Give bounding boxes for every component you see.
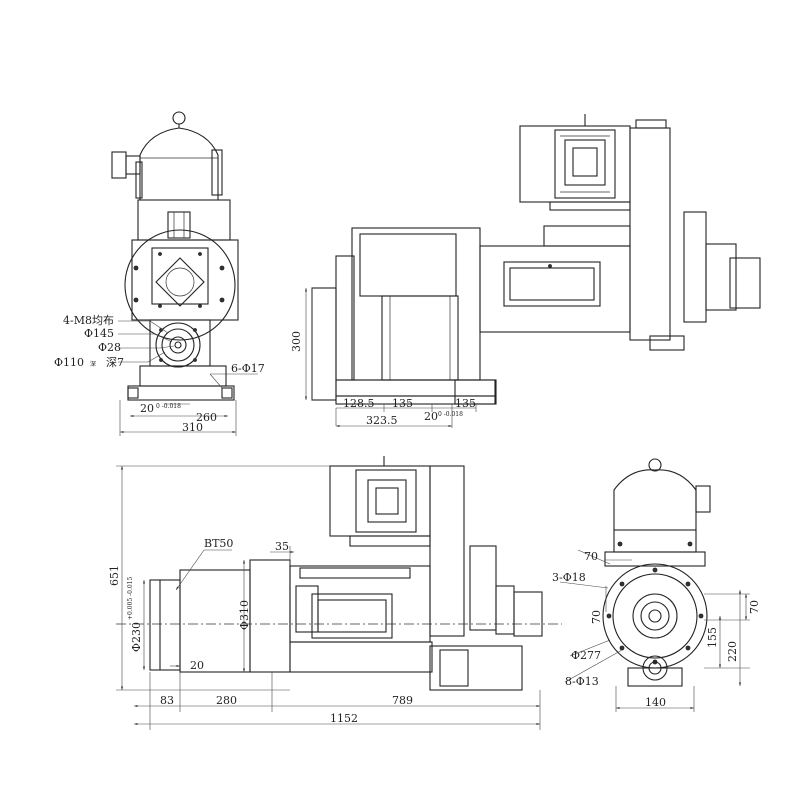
label-bolt: 6-Φ17 [231,362,265,375]
dim-260: 260 [196,411,217,424]
label-3-phi18: 3-Φ18 [552,571,586,584]
dim-789: 789 [392,694,413,707]
dim-651: 651 [108,565,121,586]
dim-135a: 135 [392,397,413,410]
dim-70-left: 70 [590,610,603,624]
dim-128-5: 128.5 [343,397,375,410]
label-holes: 4-M8均布 [63,314,114,327]
side-view: 300 128.5 135 135 20 0 -0.018 323.5 [290,114,761,428]
label-depth: 深7 [106,356,124,369]
dim-20: 20 [190,659,204,672]
front-elevation: BT50 35 Φ310 Φ230 +0.005 -0.015 20 651 8… [108,456,562,730]
dim-70-right: 70 [748,600,761,614]
dim-key-width: 20 [140,402,154,415]
label-phi145: Φ145 [84,327,114,340]
front-end-view: 4-M8均布 Φ145 Φ28 Φ110 深 深7 6-Φ17 20 0 -0.… [54,111,265,436]
dim-key-tol-side: 0 -0.018 [438,411,463,418]
dim-phi310: Φ310 [238,600,251,630]
label-bt50: BT50 [204,537,233,550]
label-phi277: Φ277 [571,649,601,662]
label-8-phi13: 8-Φ13 [565,675,599,688]
label-phi110: Φ110 [54,356,84,369]
dim-310: 310 [182,421,203,434]
dim-key-width-side: 20 [424,410,438,423]
dim-35: 35 [275,540,289,553]
end-view: 70 3-Φ18 70 Φ277 8-Φ13 70 155 220 140 [552,458,761,712]
dim-83: 83 [160,694,174,707]
label-phi28: Φ28 [98,341,121,354]
dim-phi230-tol: +0.005 -0.015 [127,577,134,620]
dim-300: 300 [290,331,303,352]
dim-key-tol: 0 -0.018 [156,403,181,410]
label-tol: 深 [90,360,96,368]
dim-phi230: Φ230 [130,622,143,652]
dim-280: 280 [216,694,237,707]
dim-323-5: 323.5 [366,414,398,427]
dim-1152: 1152 [330,712,358,725]
dim-135b: 135 [455,397,476,410]
dim-140: 140 [645,696,666,709]
dim-70-top: 70 [584,550,598,563]
dim-155: 155 [706,627,719,648]
dim-220: 220 [726,641,739,662]
